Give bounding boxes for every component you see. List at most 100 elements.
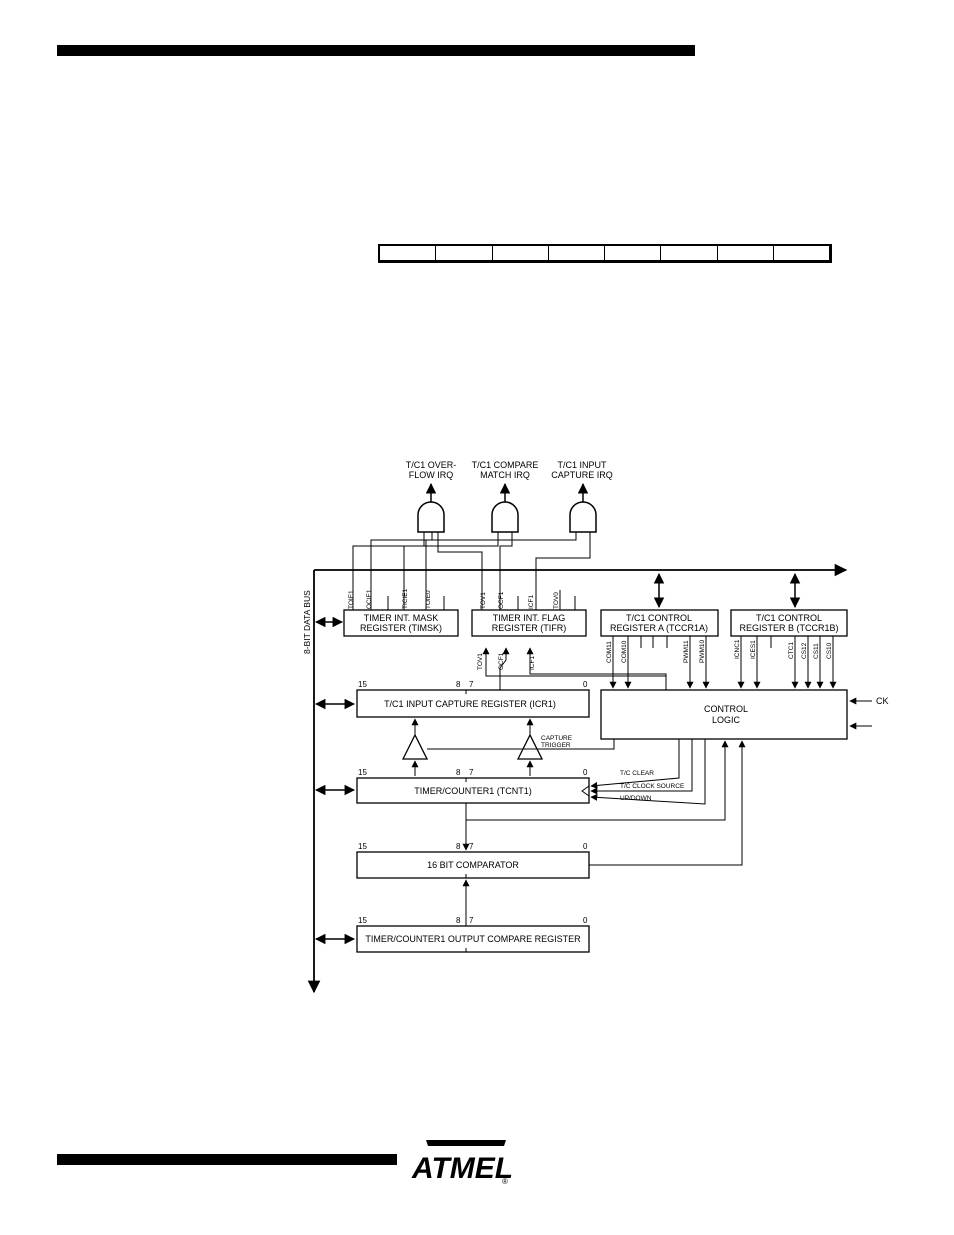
- bit-label: CS12: [801, 642, 808, 659]
- register-bit-cell: [605, 246, 662, 260]
- gate-wire: [425, 532, 577, 609]
- timsk-label-2: REGISTER (TIMSK): [360, 623, 442, 633]
- icf1-input: [526, 647, 667, 690]
- tcnt1-label: TIMER/COUNTER1 (TCNT1): [414, 786, 532, 796]
- register-bit-cell: [549, 246, 605, 260]
- bit-number: 15: [358, 768, 367, 777]
- gate-wire: [352, 532, 425, 609]
- bit-label: TOIE1: [348, 590, 355, 609]
- bit-number: 15: [358, 842, 367, 851]
- tc-clock-label: T/C CLOCK SOURCE: [620, 783, 685, 790]
- bit-number: 8: [456, 680, 461, 689]
- bit-label: TOV1: [477, 653, 484, 670]
- bit-label: ICES1: [750, 640, 757, 659]
- ocf1-input: [499, 647, 510, 690]
- capture-and-gate: [569, 501, 597, 533]
- gate-wire: [403, 532, 499, 609]
- bit-label: ICF1: [529, 656, 536, 670]
- bit-label: CS11: [813, 643, 820, 659]
- control-logic-label-1: CONTROL: [704, 704, 748, 714]
- register-bit-cell: [493, 246, 549, 260]
- tifr-box: [471, 609, 587, 637]
- bit-label: OCIE1: [366, 589, 373, 609]
- updown-label: UP/DOWN: [620, 795, 652, 802]
- register-bit-cell: [380, 246, 437, 260]
- gate-wire: [370, 532, 433, 609]
- bit-number: 7: [469, 680, 474, 689]
- bit-number: 0: [583, 680, 588, 689]
- register-bit-cell: [718, 246, 774, 260]
- tccr1b-box: [730, 609, 848, 637]
- bit-label: TICIE1: [402, 588, 409, 609]
- bit-label: CS10: [826, 642, 833, 659]
- logo-text: ATMEL: [411, 1152, 513, 1185]
- tifr-label-2: REGISTER (TIFR): [492, 623, 567, 633]
- comparator-output: [589, 740, 746, 866]
- comparator-label: 16 BIT COMPARATOR: [427, 860, 519, 870]
- bit-label: TOIE0: [425, 590, 432, 609]
- tifr-label-1: TIMER INT. FLAG: [493, 613, 566, 623]
- tccr1a-box: [600, 609, 719, 637]
- bit-label: ICNC1: [734, 639, 741, 659]
- register-bit-cell: [436, 246, 493, 260]
- bit-number: 8: [456, 842, 461, 851]
- overflow-irq-label-2: FLOW IRQ: [409, 470, 454, 480]
- data-bus-label: 8-BIT DATA BUS: [302, 590, 312, 654]
- bit-number: 0: [583, 916, 588, 925]
- control-logic-box: [600, 689, 848, 740]
- ck-label: CK: [876, 696, 889, 706]
- logo-swoosh: [426, 1140, 506, 1146]
- bit-number: 0: [583, 768, 588, 777]
- atmel-logo: ATMEL ®: [411, 1140, 513, 1186]
- timsk-label-1: TIMER INT. MASK: [364, 613, 439, 623]
- tccr1b-label-1: T/C1 CONTROL: [756, 613, 822, 623]
- bit-number: 15: [358, 680, 367, 689]
- bit-label: PWM11: [683, 640, 690, 663]
- icr1-box: [356, 689, 590, 718]
- tccr1a-label-1: T/C1 CONTROL: [626, 613, 692, 623]
- bit-label: CTC1: [788, 642, 795, 659]
- bit-number: 7: [469, 842, 474, 851]
- bit-label: OCF1: [498, 591, 505, 609]
- bit-number: 15: [358, 916, 367, 925]
- header-rule: [57, 45, 695, 56]
- overflow-and-gate: [417, 501, 445, 533]
- bit-label: PWM10: [699, 640, 706, 664]
- capture-irq-label-2: CAPTURE IRQ: [551, 470, 613, 480]
- capture-buffer-right: [516, 733, 544, 760]
- tccr1a-label-2: REGISTER A (TCCR1A): [610, 623, 708, 633]
- bit-number: 7: [469, 916, 474, 925]
- tcnt1-box: [356, 777, 590, 804]
- tc-clear-label: T/C CLEAR: [620, 770, 654, 777]
- compare-irq-label-2: MATCH IRQ: [480, 470, 530, 480]
- registered-mark: ®: [502, 1177, 508, 1186]
- capture-trigger-label-1: CAPTURE: [541, 735, 573, 742]
- bit-label: COM11: [606, 641, 613, 663]
- capture-irq-label-1: T/C1 INPUT: [557, 460, 607, 470]
- bit-label: TOV0: [553, 592, 560, 609]
- register-bit-cell: [661, 246, 718, 260]
- bit-label: TOV1: [480, 592, 487, 609]
- ocr1-label: TIMER/COUNTER1 OUTPUT COMPARE REGISTER: [365, 934, 581, 944]
- footer-rule: [57, 1154, 397, 1165]
- capture-buffer-left: [401, 733, 429, 760]
- bit-number: 0: [583, 842, 588, 851]
- capture-trigger-label-2: TRIGGER: [541, 742, 571, 749]
- bit-label: COM10: [621, 640, 628, 663]
- overflow-irq-label-1: T/C1 OVER-: [406, 460, 457, 470]
- clock-triangle-icon: [581, 785, 590, 797]
- gate-wire: [499, 532, 513, 609]
- tcnt-feedback: [465, 740, 729, 821]
- bit-number: 7: [469, 768, 474, 777]
- gate-wire: [437, 532, 483, 609]
- bit-number: 8: [456, 768, 461, 777]
- updown-line: [590, 739, 706, 805]
- capture-trigger-line: [427, 739, 615, 750]
- bit-label: OCF1: [498, 652, 505, 670]
- timsk-box: [343, 609, 459, 637]
- bit-label: ICF1: [528, 595, 535, 609]
- compare-irq-label-1: T/C1 COMPARE: [472, 460, 539, 470]
- register-bit-row: [378, 244, 832, 263]
- ocr1-box: [356, 925, 590, 953]
